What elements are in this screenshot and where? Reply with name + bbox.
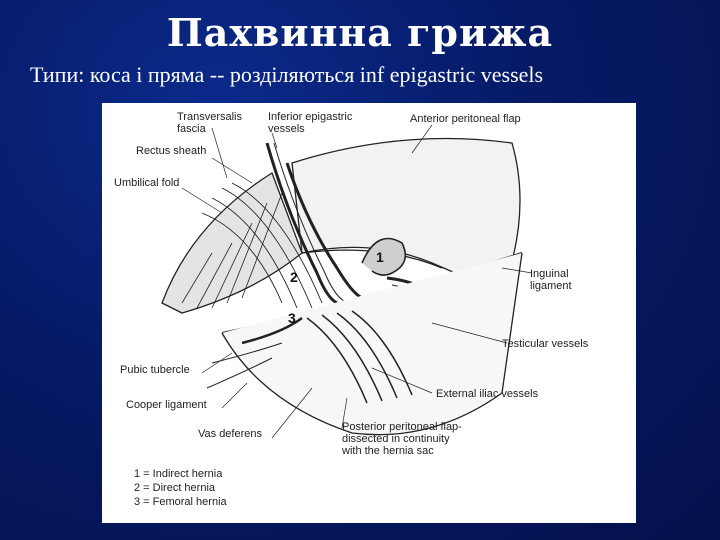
label-pubic-tubercle: Pubic tubercle: [120, 364, 190, 376]
label-transversalis-fascia: Transversalis: [177, 111, 242, 123]
marker-femoral: 3: [288, 310, 296, 326]
label-testicular-vessels: Testicular vessels: [502, 338, 589, 350]
label-inguinal-ligament: Inguinal: [530, 268, 569, 280]
marker-direct: 2: [290, 269, 298, 285]
anatomy-figure: Transversalis fascia Inferior epigastric…: [102, 103, 636, 523]
label-external-iliac-vessels: External iliac vessels: [436, 388, 539, 400]
label-umbilical-fold: Umbilical fold: [114, 177, 180, 189]
label-posterior-peritoneal-flap-2: dissected in continuity: [342, 433, 450, 445]
legend-direct: 2 = Direct hernia: [134, 482, 216, 494]
label-transversalis-fascia-2: fascia: [177, 123, 206, 135]
legend-femoral: 3 = Femoral hernia: [134, 496, 227, 508]
anatomy-illustration: [161, 124, 533, 439]
label-inferior-epigastric: Inferior epigastric: [268, 111, 353, 123]
label-cooper-ligament: Cooper ligament: [126, 399, 207, 411]
slide-subtitle: Типи: коса і пряма -- розділяються inf e…: [30, 62, 544, 87]
label-inferior-epigastric-2: vessels: [268, 123, 305, 135]
label-posterior-peritoneal-flap-3: with the hernia sac: [342, 445, 434, 457]
legend-indirect: 1 = Indirect hernia: [134, 468, 223, 480]
label-inguinal-ligament-2: ligament: [530, 280, 572, 292]
marker-indirect: 1: [376, 249, 384, 265]
label-vas-deferens: Vas deferens: [198, 428, 263, 440]
label-anterior-peritoneal-flap: Anterior peritoneal flap: [410, 113, 521, 125]
label-posterior-peritoneal-flap: Posterior peritoneal flap-: [342, 421, 462, 433]
label-rectus-sheath: Rectus sheath: [136, 145, 207, 157]
slide-title: Пахвинна грижа: [166, 10, 554, 55]
